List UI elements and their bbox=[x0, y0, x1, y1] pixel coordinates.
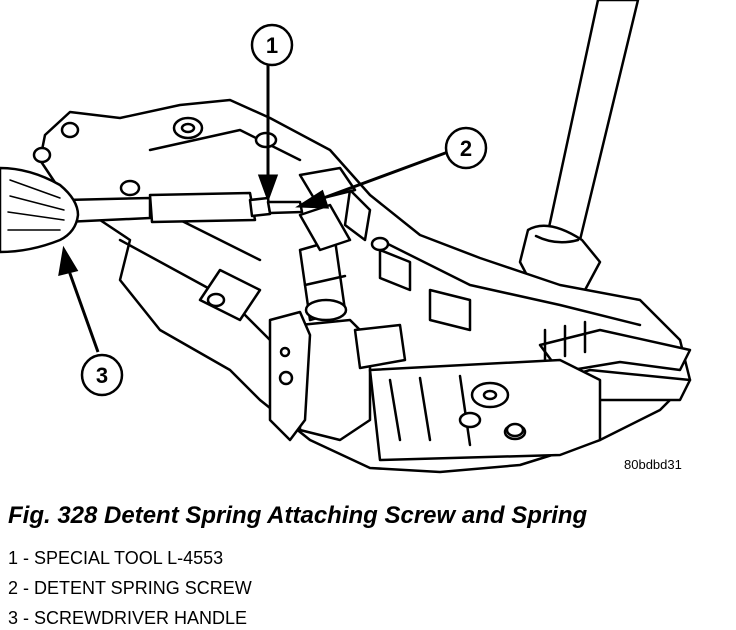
legend-item: 3 - SCREWDRIVER HANDLE bbox=[8, 608, 248, 628]
callout-3-number: 3 bbox=[96, 363, 108, 388]
valve-bores bbox=[298, 318, 602, 462]
callout-legend: 1 - SPECIAL TOOL L-4553 2 - DETENT SPRIN… bbox=[8, 547, 252, 630]
screwdriver-handle bbox=[0, 166, 80, 254]
manual-lever-shaft bbox=[518, 0, 640, 302]
callout-1-arrowhead bbox=[257, 174, 279, 203]
callout-3-arrowhead bbox=[58, 245, 79, 277]
callout-2-number: 2 bbox=[460, 136, 472, 161]
callout-3: 3 bbox=[80, 353, 124, 397]
valve-body-illustration: 1 2 3 bbox=[0, 0, 692, 474]
figure-caption: Fig. 328 Detent Spring Attaching Screw a… bbox=[8, 502, 588, 529]
callout-2: 2 bbox=[444, 126, 488, 170]
legend-item: 1 - SPECIAL TOOL L-4553 bbox=[8, 548, 224, 568]
callout-1: 1 bbox=[250, 23, 294, 67]
callout-2-arrowhead bbox=[295, 189, 330, 209]
callout-3-leader bbox=[66, 267, 100, 353]
bolts bbox=[32, 116, 525, 438]
legend-item: 2 - DETENT SPRING SCREW bbox=[8, 578, 252, 598]
callout-2-leader bbox=[317, 150, 449, 202]
special-tool bbox=[63, 191, 304, 224]
figure-id-code: 80bdbd31 bbox=[624, 457, 682, 472]
callout-1-number: 1 bbox=[266, 33, 278, 58]
detent-bracket bbox=[268, 310, 312, 442]
